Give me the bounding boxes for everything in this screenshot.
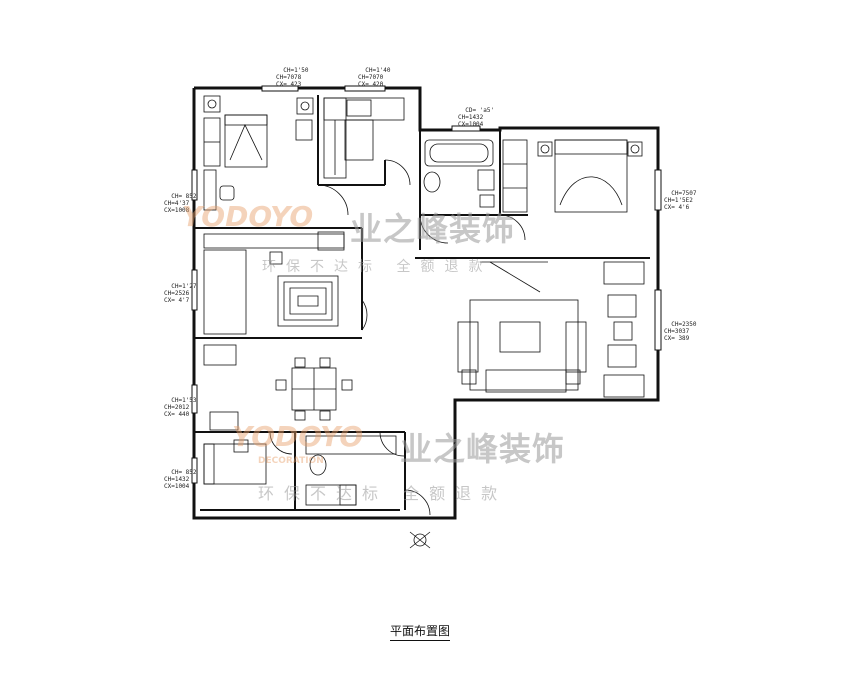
inner-walls (194, 95, 650, 511)
watermark-brand-bottom: 业之峰装饰 (400, 430, 566, 468)
study-room (203, 231, 345, 335)
watermark-logo-top: YODOYO (182, 200, 314, 233)
bathroom-top (423, 139, 495, 208)
watermark-logo-bottom: YODOYO (232, 420, 364, 453)
entrance-plant (409, 531, 431, 549)
dining-area (203, 344, 353, 431)
watermark-tagline-bottom: 环保不达标 全额退款 (258, 484, 508, 503)
bathroom-bottom (305, 435, 397, 506)
outer-walls (192, 86, 660, 520)
drawing-title: 平面布置图 (390, 622, 451, 641)
living-room (457, 261, 645, 398)
windows (191, 85, 662, 484)
bedroom-bottom-left (203, 439, 267, 485)
master-bedroom (502, 139, 643, 213)
bedroom-top-left (203, 95, 314, 211)
kitchen-top (323, 97, 405, 179)
watermark-logo-sub: DECORATION (258, 456, 324, 466)
watermark-tagline-top: 环保不达标 全额退款 (262, 259, 493, 275)
watermark-brand-top: 业之峰装饰 (350, 210, 516, 248)
